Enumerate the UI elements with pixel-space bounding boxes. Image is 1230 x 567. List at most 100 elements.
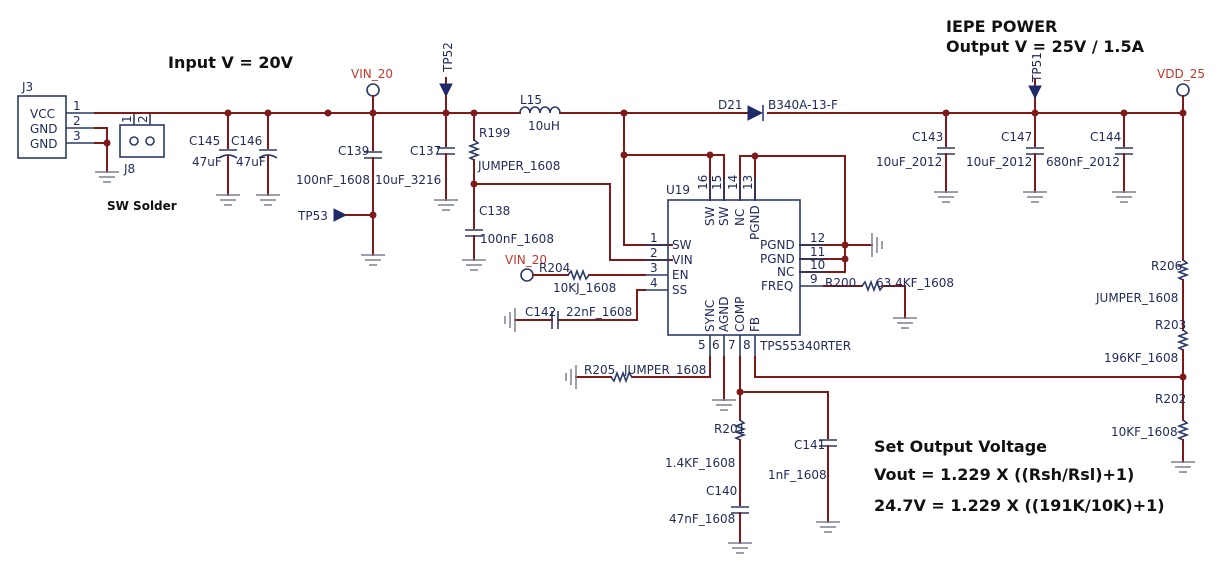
j3-ref: J3 — [21, 80, 33, 94]
r204-value: 10KJ_1608 — [553, 281, 616, 295]
j3-pin-name-1: VCC — [30, 107, 55, 121]
r206-ref: R206 — [1151, 259, 1182, 273]
c137-value: 10uF_3216 — [375, 173, 441, 187]
pin-name-nc-14: NC — [733, 209, 747, 226]
ground-symbol — [728, 542, 752, 554]
pin-num-15: 15 — [710, 175, 724, 190]
c140-value: 47nF_1608 — [669, 512, 735, 526]
diode-d21: D21 B340A-13-F — [718, 98, 838, 121]
pin-num-14: 14 — [726, 175, 740, 190]
r201-ref: R201 — [714, 422, 745, 436]
comp-wire — [739, 356, 829, 439]
capacitor-c137: C137 10uF_3216 — [375, 112, 455, 201]
l15-ref: L15 — [520, 93, 542, 107]
l15-value: 10uH — [528, 119, 560, 133]
resistor-r201: R201 1.4KF_1608 — [665, 419, 747, 506]
input-voltage-heading: Input V = 20V — [168, 53, 294, 72]
pin-name-pgnd-11: PGND — [760, 252, 795, 266]
vin-net-label-en: VIN_20 — [505, 253, 547, 267]
capacitor-c145: C145 47uF — [189, 112, 238, 196]
pin-name-ss: SS — [672, 283, 687, 297]
c141-value: 1nF_1608 — [768, 468, 827, 482]
pin-name-pgnd-12: PGND — [760, 238, 795, 252]
pin-num-10: 10 — [810, 258, 825, 272]
ground-symbol — [361, 254, 385, 266]
pin-name-sw-16: SW — [703, 206, 717, 226]
capacitor-c141: C141 1nF_1608 — [768, 438, 837, 523]
r199-ref: R199 — [479, 126, 510, 140]
pin-num-6: 6 — [712, 338, 720, 352]
c140-ref: C140 — [706, 484, 737, 498]
output-voltage-heading: Output V = 25V / 1.5A — [946, 37, 1145, 56]
capacitor-c144: C144 680nF_2012 — [1046, 112, 1133, 193]
r202-ref: R202 — [1155, 392, 1186, 406]
pin-name-sw: SW — [672, 238, 692, 252]
c138-ref: C138 — [479, 204, 510, 218]
note-title: Set Output Voltage — [874, 437, 1047, 456]
j3-pin-name-2: GND — [30, 122, 58, 136]
pin-num-4: 4 — [650, 276, 658, 290]
pin-num-16: 16 — [696, 175, 710, 190]
resistor-r203: R203 196KF_1608 — [1104, 318, 1190, 421]
r201-value: 1.4KF_1608 — [665, 456, 735, 470]
c141-ref: C141 — [794, 438, 825, 452]
capacitor-c143: C143 10uF_2012 — [876, 112, 955, 193]
pin-num-8: 8 — [743, 338, 751, 352]
j8-pin-num-2: 2 — [136, 115, 150, 123]
ground-symbol — [95, 171, 119, 183]
c138-value: 100nF_1608 — [480, 232, 554, 246]
sw-solder-label: SW Solder — [107, 199, 177, 213]
j3-pin-name-3: GND — [30, 137, 58, 151]
c147-value: 10uF_2012 — [966, 155, 1032, 169]
pin-num-13: 13 — [741, 175, 755, 190]
connector-j3: J3 VCC GND GND 1 2 3 — [17, 80, 95, 159]
tp53-label: TP53 — [297, 209, 328, 223]
ic-body — [667, 199, 801, 336]
fb-wire — [754, 356, 1184, 378]
r203-ref: R203 — [1155, 318, 1186, 332]
iepe-power-heading: IEPE POWER — [946, 17, 1057, 36]
vin-net-port — [366, 83, 380, 97]
c146-value: 47uF — [236, 155, 266, 169]
pin-name-sync: SYNC — [703, 300, 717, 332]
c142-value: 22nF_1608 — [566, 305, 632, 319]
r202-value: 10KF_1608 — [1111, 425, 1178, 439]
capacitor-c139: C139 100nF_1608 — [296, 112, 382, 256]
r205-ref: R205 — [584, 363, 615, 377]
pgnd-wire — [739, 155, 873, 273]
ground-symbol — [893, 317, 917, 329]
test-point-tp51: TP51 — [1028, 52, 1044, 114]
j3-pin-num-1: 1 — [73, 99, 81, 113]
j8-pin-num-1: 1 — [120, 115, 134, 123]
resistor-r206: R206 JUMPER_1608 — [1095, 259, 1190, 331]
capacitor-c142: C142 22nF_1608 — [514, 289, 646, 329]
c139-ref: C139 — [338, 144, 369, 158]
d21-ref: D21 — [718, 98, 743, 112]
junction-dots — [103, 109, 1187, 396]
tp51-label: TP51 — [1030, 52, 1044, 83]
c143-ref: C143 — [912, 130, 943, 144]
pin-name-nc-10: NC — [777, 265, 794, 279]
ground-symbol — [712, 399, 736, 411]
r200-ref: R200 — [825, 276, 856, 290]
pin-name-pgnd-13: PGND — [748, 205, 762, 240]
tp52-label: TP52 — [441, 42, 455, 73]
j3-pin-num-3: 3 — [73, 129, 81, 143]
c145-ref: C145 — [189, 134, 220, 148]
c147-ref: C147 — [1001, 130, 1032, 144]
pin-name-fb: FB — [748, 317, 762, 332]
connector-j8: 1 2 J8 — [119, 113, 165, 176]
capacitor-c147: C147 10uF_2012 — [966, 112, 1044, 193]
pin-name-agnd: AGND — [717, 296, 731, 332]
resistor-r200: R200 63.4KF_1608 — [823, 276, 954, 319]
r204-ref: R204 — [539, 261, 570, 275]
j3-pin-num-2: 2 — [73, 114, 81, 128]
pin-name-freq: FREQ — [761, 279, 793, 293]
r200-value: 63.4KF_1608 — [876, 276, 954, 290]
ic-ref: U19 — [666, 183, 690, 197]
c144-ref: C144 — [1090, 130, 1121, 144]
c146-ref: C146 — [231, 134, 262, 148]
c144-value: 680nF_2012 — [1046, 155, 1120, 169]
resistor-r199: R199 JUMPER_1608 — [467, 112, 560, 229]
